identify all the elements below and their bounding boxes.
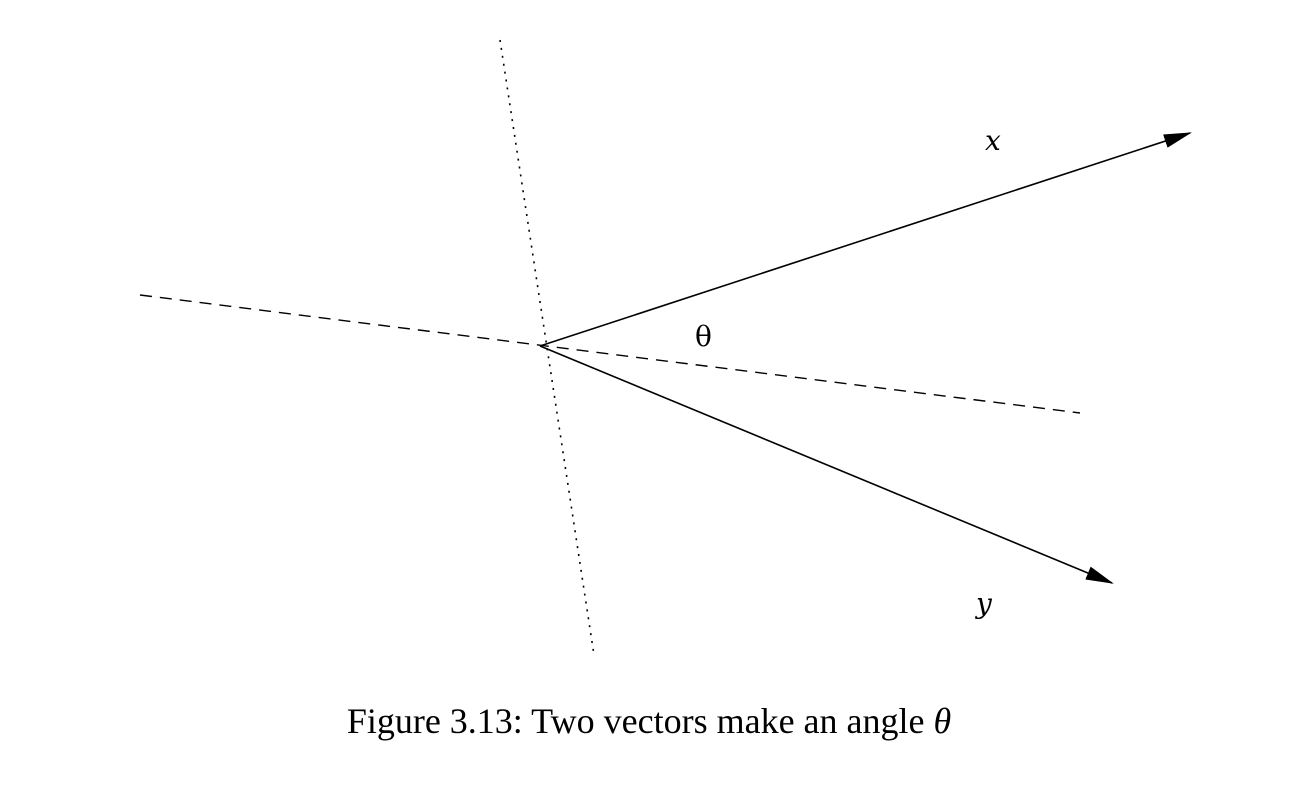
angle-theta-label: θ (695, 320, 712, 353)
vector-y-arrow (539, 345, 1114, 584)
vector-x-arrow (539, 132, 1192, 347)
figure-caption: Figure 3.13: Two vectors make an angle θ (0, 700, 1298, 743)
perpendicular-dotted-line (499, 39, 595, 656)
vector-y-label: y (974, 587, 993, 620)
figure-caption-text: Figure 3.13: Two vectors make an angle (346, 701, 925, 741)
figure-caption-theta: θ (933, 701, 952, 741)
vector-x-label: x (985, 124, 1001, 157)
bisector-dashed-line (139, 294, 1081, 414)
